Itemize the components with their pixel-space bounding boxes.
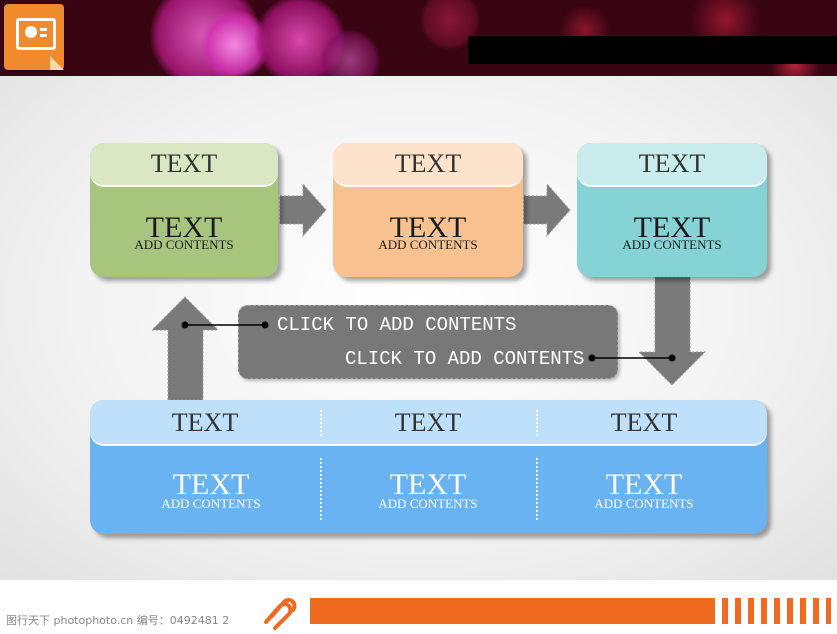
step-box-3: TEXT TEXT ADD CONTENTS	[577, 143, 767, 277]
footer-stripe	[774, 598, 780, 624]
column-subtitle: ADD CONTENTS	[594, 496, 694, 511]
box-caption: TEXT	[90, 143, 278, 187]
footer-stripe	[735, 598, 741, 624]
box-subtitle: ADD CONTENTS	[378, 237, 478, 252]
content-pill[interactable]: CLICK TO ADD CONTENTS CLICK TO ADD CONTE…	[238, 305, 618, 379]
summary-box: TEXT TEXT TEXT TEXT TEXT TEXT ADD CONTEN…	[90, 400, 767, 534]
summary-caption-bar	[90, 400, 767, 446]
arrow-right-icon	[523, 182, 571, 238]
footer-stripe	[826, 598, 831, 624]
footer-stripe	[761, 598, 767, 624]
column-subtitle: ADD CONTENTS	[378, 496, 478, 511]
divider	[320, 458, 322, 520]
footer-stripe	[722, 598, 728, 624]
bokeh-light	[320, 30, 380, 76]
link-icon	[264, 598, 297, 630]
arrow-right-icon	[279, 182, 327, 238]
presentation-icon	[4, 4, 64, 70]
box-title: TEXT	[389, 211, 467, 244]
column-title: TEXT	[389, 468, 467, 501]
step-box-2: TEXT TEXT ADD CONTENTS	[333, 143, 523, 277]
column-caption: TEXT	[171, 408, 239, 437]
column-title: TEXT	[605, 468, 683, 501]
box-caption: TEXT	[577, 143, 767, 187]
box-subtitle: ADD CONTENTS	[622, 237, 722, 252]
pill-line-1: CLICK TO ADD CONTENTS	[277, 314, 517, 336]
column-subtitle: ADD CONTENTS	[161, 496, 261, 511]
pill-line-2: CLICK TO ADD CONTENTS	[345, 348, 585, 370]
box-title: TEXT	[145, 211, 223, 244]
column-caption: TEXT	[394, 408, 462, 437]
column-caption: TEXT	[610, 408, 678, 437]
watermark-text: 图行天下 photophoto.cn 编号：0492481 2	[6, 614, 230, 627]
step-box-1: TEXT TEXT ADD CONTENTS	[90, 143, 278, 277]
footer-stripe	[748, 598, 754, 624]
box-subtitle: ADD CONTENTS	[134, 237, 234, 252]
divider	[536, 410, 538, 436]
footer-stripe	[787, 598, 793, 624]
column-title: TEXT	[172, 468, 250, 501]
divider	[320, 410, 322, 436]
footer-accent-bar	[310, 598, 715, 624]
title-bar	[468, 36, 837, 64]
footer-stripe	[813, 598, 819, 624]
arrow-up-icon	[150, 296, 220, 401]
divider	[536, 458, 538, 520]
footer-stripe	[800, 598, 806, 624]
box-caption: TEXT	[333, 143, 523, 187]
box-title: TEXT	[633, 211, 711, 244]
